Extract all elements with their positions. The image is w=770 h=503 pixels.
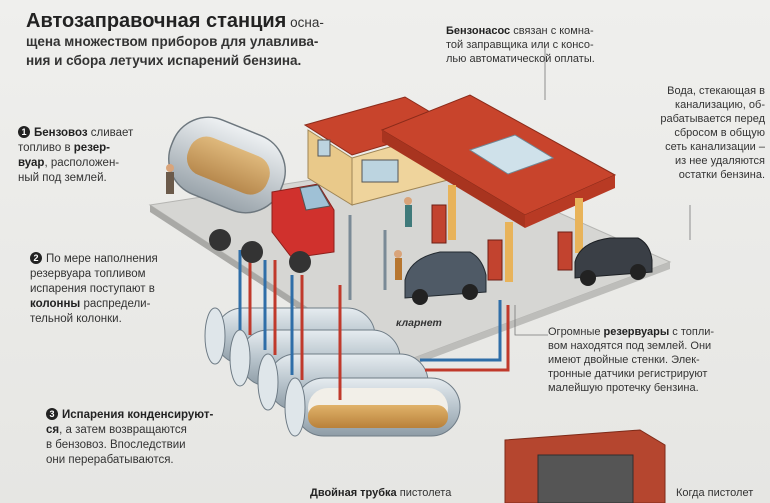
title-heading: Автозаправочная станция	[26, 10, 287, 32]
tanks-note-rest: с топли-	[672, 326, 715, 338]
step-1-line2: топливо в	[18, 142, 71, 154]
fuel-pumps	[431, 204, 573, 281]
title-line3: ния и сбора летучих испарений бензина.	[26, 53, 302, 68]
water-note-line: остатки бензина.	[678, 169, 765, 181]
water-note-line: из нее удаляются	[674, 155, 765, 167]
title-line2: щена множеством приборов для улавлива-	[26, 34, 319, 49]
step-3-line: они перерабатываются.	[46, 454, 174, 466]
step-3-number: 3	[46, 408, 58, 420]
step-1-number: 1	[18, 126, 30, 138]
klarnet-label: кларнет	[396, 317, 442, 329]
step-3-bold1: Испарения конденсируют-	[62, 409, 214, 421]
water-note-line: сеть канализации –	[665, 141, 765, 153]
corner-note: Когда пистолет	[676, 487, 754, 499]
water-note-line: рабатывается перед	[660, 113, 765, 125]
person-figures	[166, 164, 412, 280]
fuel-truck	[168, 116, 335, 273]
title-line1-rest: осна-	[290, 15, 324, 30]
tanks-note-line: малейшую протечку бензина.	[548, 382, 699, 394]
step-1-line4: ный под землей.	[18, 172, 107, 184]
step-2-bold: колонны	[30, 298, 81, 310]
step-3-bold2: ся	[46, 424, 60, 436]
water-note-line: сбросом в общую	[674, 127, 765, 139]
step-3-rest2: , а затем возвращаются	[59, 424, 187, 436]
car-right	[574, 237, 653, 286]
step-1-line3-rest: , расположен-	[44, 157, 120, 169]
tank-4-cutaway	[284, 377, 461, 437]
canopy	[380, 94, 617, 282]
step-1-bold1: Бензовоз	[34, 127, 88, 139]
title-block: Автозаправочная станция осна- щена множе…	[26, 10, 356, 70]
step-2-number: 2	[30, 252, 42, 264]
tanks-note: Огромные резервуары с топли- вом находят…	[548, 325, 763, 395]
tanks-note-line: имеют двойные стенки. Элек-	[548, 354, 700, 366]
step-3-line: в бензовоз. Впоследствии	[46, 439, 186, 451]
leader-lines	[514, 48, 691, 336]
step-1-line3-bold: вуар	[18, 157, 45, 169]
car-left	[404, 251, 487, 305]
double-tube-rest: пистолета	[399, 487, 452, 499]
step-2-rest: распредели-	[83, 298, 151, 310]
step-3-note: 3 Испарения конденсируют- ся, а затем воз…	[46, 408, 246, 468]
pump-note-line2: той заправщика или с консо-	[446, 39, 594, 51]
water-note-line: канализацию, об-	[675, 99, 765, 111]
water-note: Вода, стекающая в канализацию, об- рабат…	[640, 84, 765, 182]
tanks-note-pre: Огромные	[548, 326, 601, 338]
pump-note-bold: Бензонасос	[446, 25, 511, 37]
tanks-note-line: тронные датчики регистрируют	[548, 368, 708, 380]
pump-note: Бензонасос связан с комна- той заправщик…	[446, 24, 616, 66]
double-tube-note: Двойная трубка пистолета	[310, 486, 451, 501]
tanks-note-line: вом находятся под землей. Они	[548, 340, 712, 352]
underground-tanks	[204, 307, 461, 437]
double-tube-bold: Двойная трубка	[310, 487, 397, 499]
pump-nozzle-device	[504, 429, 666, 503]
step-1-bold2: резер-	[73, 142, 111, 154]
step-2-last: тельной колонки.	[30, 313, 122, 325]
step-1-rest1: сливает	[90, 127, 134, 139]
pump-note-line1: связан с комна-	[513, 25, 594, 37]
step-2-line: испарения поступают в	[30, 283, 155, 295]
step-2-line: резервуара топливом	[30, 268, 146, 280]
water-note-line: Вода, стекающая в	[667, 85, 765, 97]
pump-note-line3: лью автоматической оплаты.	[446, 53, 595, 65]
step-2-line: По мере наполнения	[46, 253, 158, 265]
step-1-note: 1 Бензовоз сливает топливо в резер- вуар,…	[18, 126, 168, 186]
pipes	[238, 215, 510, 400]
tanks-note-bold: резервуары	[603, 326, 670, 338]
